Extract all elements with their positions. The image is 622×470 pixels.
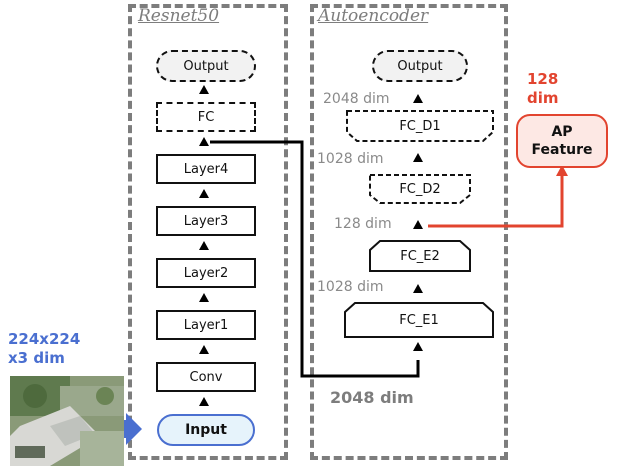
fc-d2-label: FC_D2 [399, 181, 441, 197]
resnet-fc-to-autoencoder-connector [210, 140, 420, 378]
fc-d1-node: FC_D1 [346, 110, 494, 142]
input-aerial-image [10, 376, 124, 466]
ap-feature-node: AP Feature [516, 114, 608, 168]
triangle-icon [199, 345, 209, 354]
dim-label-1028-upper: 1028 dim [317, 151, 384, 167]
resnet-output-node: Output [156, 50, 256, 82]
triangle-icon [199, 397, 209, 406]
triangle-icon [199, 241, 209, 250]
triangle-icon [199, 189, 209, 198]
fc-d1-label: FC_D1 [399, 118, 441, 134]
resnet-input-node: Input [157, 414, 255, 446]
triangle-icon [199, 293, 209, 302]
fc-e2-label: FC_E2 [400, 248, 440, 264]
fc-e2-node: FC_E2 [369, 240, 471, 272]
ap-feature-line2: Feature [531, 142, 593, 158]
dim-label-2048-bottom: 2048 dim [330, 388, 414, 407]
triangle-icon [413, 220, 423, 229]
resnet-layer3-node: Layer3 [156, 206, 256, 236]
autoencoder-group-frame [310, 4, 508, 460]
input-dim-line1: 224x224 [8, 330, 81, 348]
resnet-layer4-node: Layer4 [156, 154, 256, 184]
triangle-icon [413, 153, 423, 162]
triangle-icon [413, 342, 423, 351]
dim-label-1028-lower: 1028 dim [317, 279, 384, 295]
fc-e1-node: FC_E1 [344, 302, 494, 338]
fc-d2-node: FC_D2 [369, 174, 471, 204]
input-dim-line2: x3 dim [8, 349, 65, 367]
ap-feature-line1: AP [551, 124, 573, 140]
resnet-layer2-node: Layer2 [156, 258, 256, 288]
fc-e1-label: FC_E1 [399, 312, 439, 328]
triangle-icon [199, 85, 209, 94]
feature-dim-line1: 128 [527, 70, 559, 88]
feature-connector [428, 172, 564, 228]
resnet-conv-node: Conv [156, 362, 256, 392]
feature-dim-line2: dim [527, 89, 559, 107]
autoencoder-title: Autoencoder [318, 6, 429, 26]
resnet-fc-node: FC [156, 102, 256, 132]
dim-label-128: 128 dim [334, 216, 392, 232]
feature-arrowhead [556, 165, 568, 176]
triangle-icon [413, 284, 423, 293]
dim-label-2048-top: 2048 dim [323, 91, 390, 107]
resnet50-group-frame [128, 4, 288, 460]
resnet50-title: Resnet50 [138, 6, 220, 26]
resnet-layer1-node: Layer1 [156, 310, 256, 340]
triangle-icon [199, 137, 209, 146]
autoencoder-output-node: Output [372, 50, 468, 82]
triangle-icon [413, 94, 423, 103]
